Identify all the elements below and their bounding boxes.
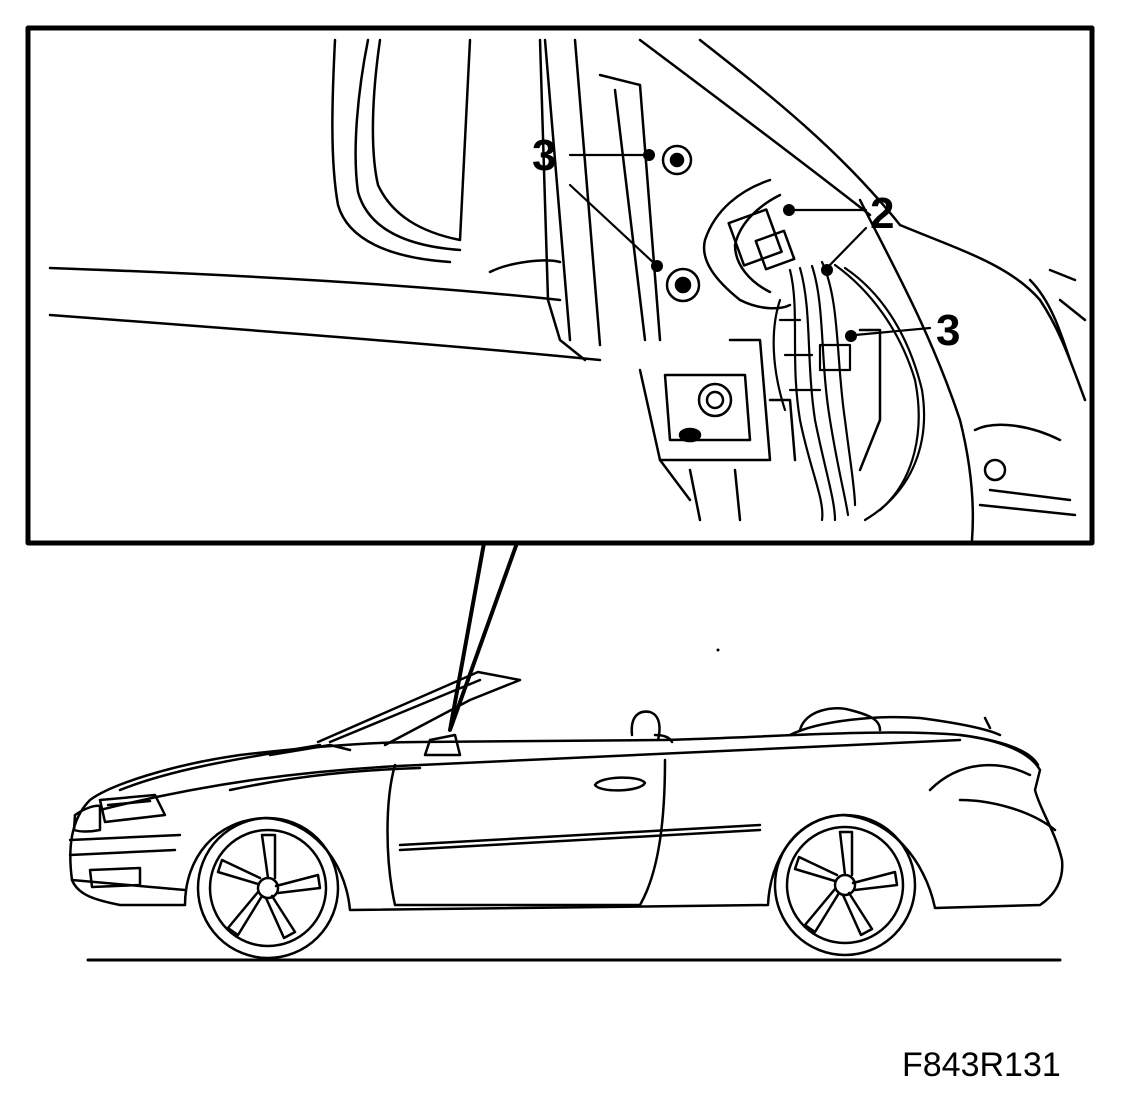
- inset-frame: [25, 25, 1095, 546]
- detail-inset: [25, 25, 1095, 546]
- grille: [72, 804, 102, 833]
- callout-right: 3: [936, 306, 960, 355]
- quarter-panel-lines: [638, 38, 1087, 542]
- car-door: [386, 758, 667, 907]
- rear-headrest: [798, 706, 882, 732]
- mounting-bolt-icon: [661, 144, 733, 443]
- front-headrest: [630, 710, 661, 742]
- convertible-car-icon: [68, 648, 1064, 962]
- rear-wheel: [773, 813, 917, 957]
- front-wheel: [196, 816, 340, 960]
- callout-upper-left: 3: [532, 131, 556, 180]
- callout-dots: [643, 149, 857, 342]
- door-frame-lines: [48, 38, 602, 362]
- side-mirror: [423, 733, 462, 757]
- leader-lines: [568, 153, 932, 337]
- wiring-harness: [772, 260, 926, 522]
- door-handle: [593, 776, 647, 792]
- windshield: [316, 670, 522, 747]
- connector-cavity: [702, 178, 796, 310]
- mount-bracket: [638, 328, 882, 522]
- callout-top-right: 2: [870, 189, 894, 238]
- inset-pointer: [448, 542, 519, 732]
- figure-code: F843R131: [902, 1046, 1061, 1084]
- pillar-panel: [538, 38, 662, 362]
- headlight: [98, 793, 167, 824]
